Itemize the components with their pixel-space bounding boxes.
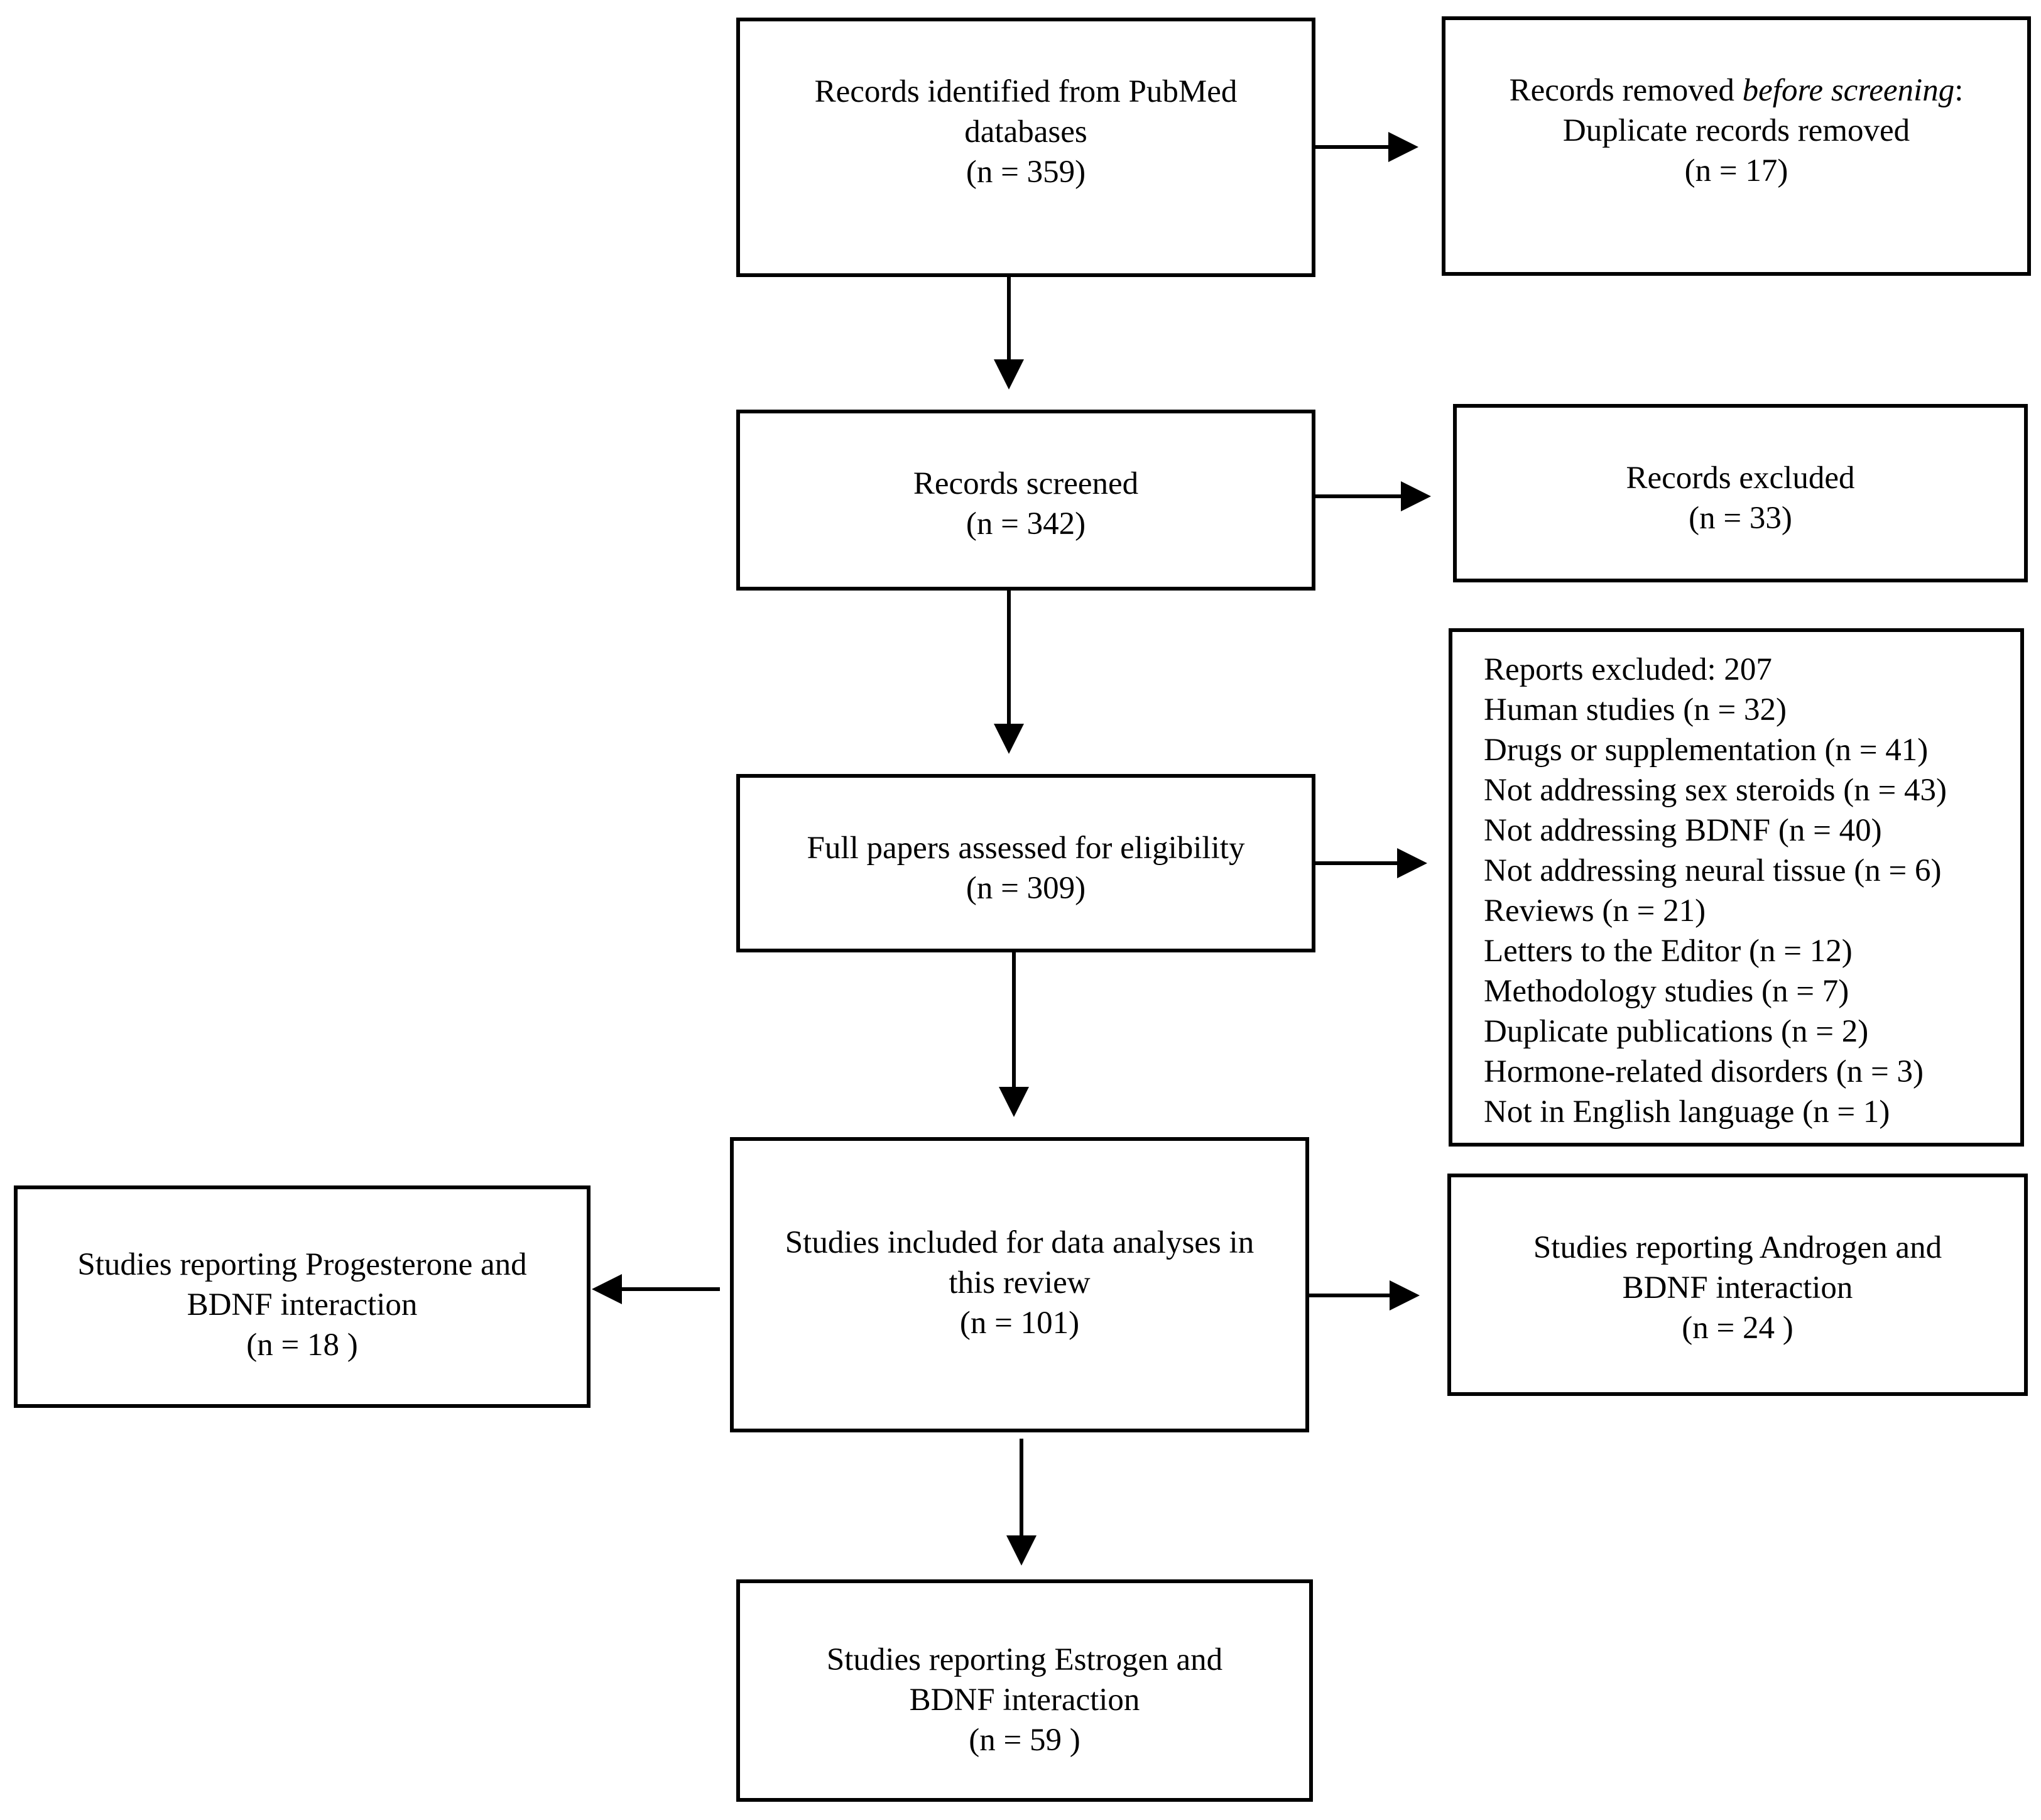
androgen-line-2: BDNF interaction [1622,1270,1853,1305]
progesterone-line-2: BDNF interaction [187,1287,418,1322]
included-count: (n = 101) [959,1305,1080,1341]
screened-label: Records screened [913,466,1139,501]
reports-excluded-line: Not in English language (n = 1) [1484,1094,1890,1130]
estrogen-line-2: BDNF interaction [909,1682,1140,1718]
androgen-line-1: Studies reporting Androgen and [1533,1230,1942,1265]
reports-excluded-line: Reports excluded: 207 [1484,652,1772,687]
included-box: Studies included for data analyses in th… [730,1137,1309,1432]
eligibility-count: (n = 309) [966,871,1086,906]
reports-excluded-line: Duplicate publications (n = 2) [1484,1014,1869,1049]
removed-line-1-suffix: : [1954,73,1964,108]
removed-line-1-prefix: Records removed [1509,73,1743,108]
reports-excluded-line: Human studies (n = 32) [1484,692,1787,727]
included-line-1: Studies included for data analyses in [785,1225,1255,1260]
screened-count: (n = 342) [966,506,1086,542]
reports-excluded-line: Drugs or supplementation (n = 41) [1484,733,1929,768]
androgen-box: Studies reporting Androgen and BDNF inte… [1447,1174,2028,1396]
estrogen-box: Studies reporting Estrogen and BDNF inte… [736,1579,1313,1802]
removed-line-1: Records removed before screening: [1510,70,1964,111]
records-excluded-box: Records excluded (n = 33) [1453,404,2028,582]
removed-before-screening-box: Records removed before screening: Duplic… [1442,16,2031,276]
reports-excluded-line: Letters to the Editor (n = 12) [1484,934,1853,969]
estrogen-line-1: Studies reporting Estrogen and [826,1642,1223,1677]
androgen-count: (n = 24 ) [1682,1311,1793,1346]
reports-excluded-line: Reviews (n = 21) [1484,893,1706,929]
reports-excluded-box: Reports excluded: 207 Human studies (n =… [1449,628,2024,1147]
records-excluded-label: Records excluded [1626,460,1855,496]
estrogen-count: (n = 59 ) [969,1723,1080,1758]
removed-line-1-italic: before screening [1742,73,1955,108]
included-line-2: this review [949,1265,1091,1300]
records-excluded-count: (n = 33) [1689,501,1792,536]
identification-box: Records identified from PubMed databases… [736,18,1315,277]
reports-excluded-line: Not addressing neural tissue (n = 6) [1484,853,1942,888]
reports-excluded-line: Not addressing BDNF (n = 40) [1484,813,1882,848]
screened-box: Records screened (n = 342) [736,410,1315,591]
progesterone-count: (n = 18 ) [246,1327,358,1363]
eligibility-label: Full papers assessed for eligibility [807,831,1245,866]
progesterone-line-1: Studies reporting Progesterone and [77,1247,527,1282]
progesterone-box: Studies reporting Progesterone and BDNF … [14,1185,591,1408]
identification-line-1: Records identified from PubMed [814,74,1238,109]
identification-line-2: databases [964,114,1087,150]
removed-count: (n = 17) [1684,153,1788,188]
reports-excluded-line: Methodology studies (n = 7) [1484,974,1849,1009]
removed-line-2: Duplicate records removed [1562,113,1910,148]
reports-excluded-line: Hormone-related disorders (n = 3) [1484,1054,1924,1089]
eligibility-box: Full papers assessed for eligibility (n … [736,774,1315,952]
reports-excluded-line: Not addressing sex steroids (n = 43) [1484,773,1947,808]
identification-count: (n = 359) [966,155,1086,190]
